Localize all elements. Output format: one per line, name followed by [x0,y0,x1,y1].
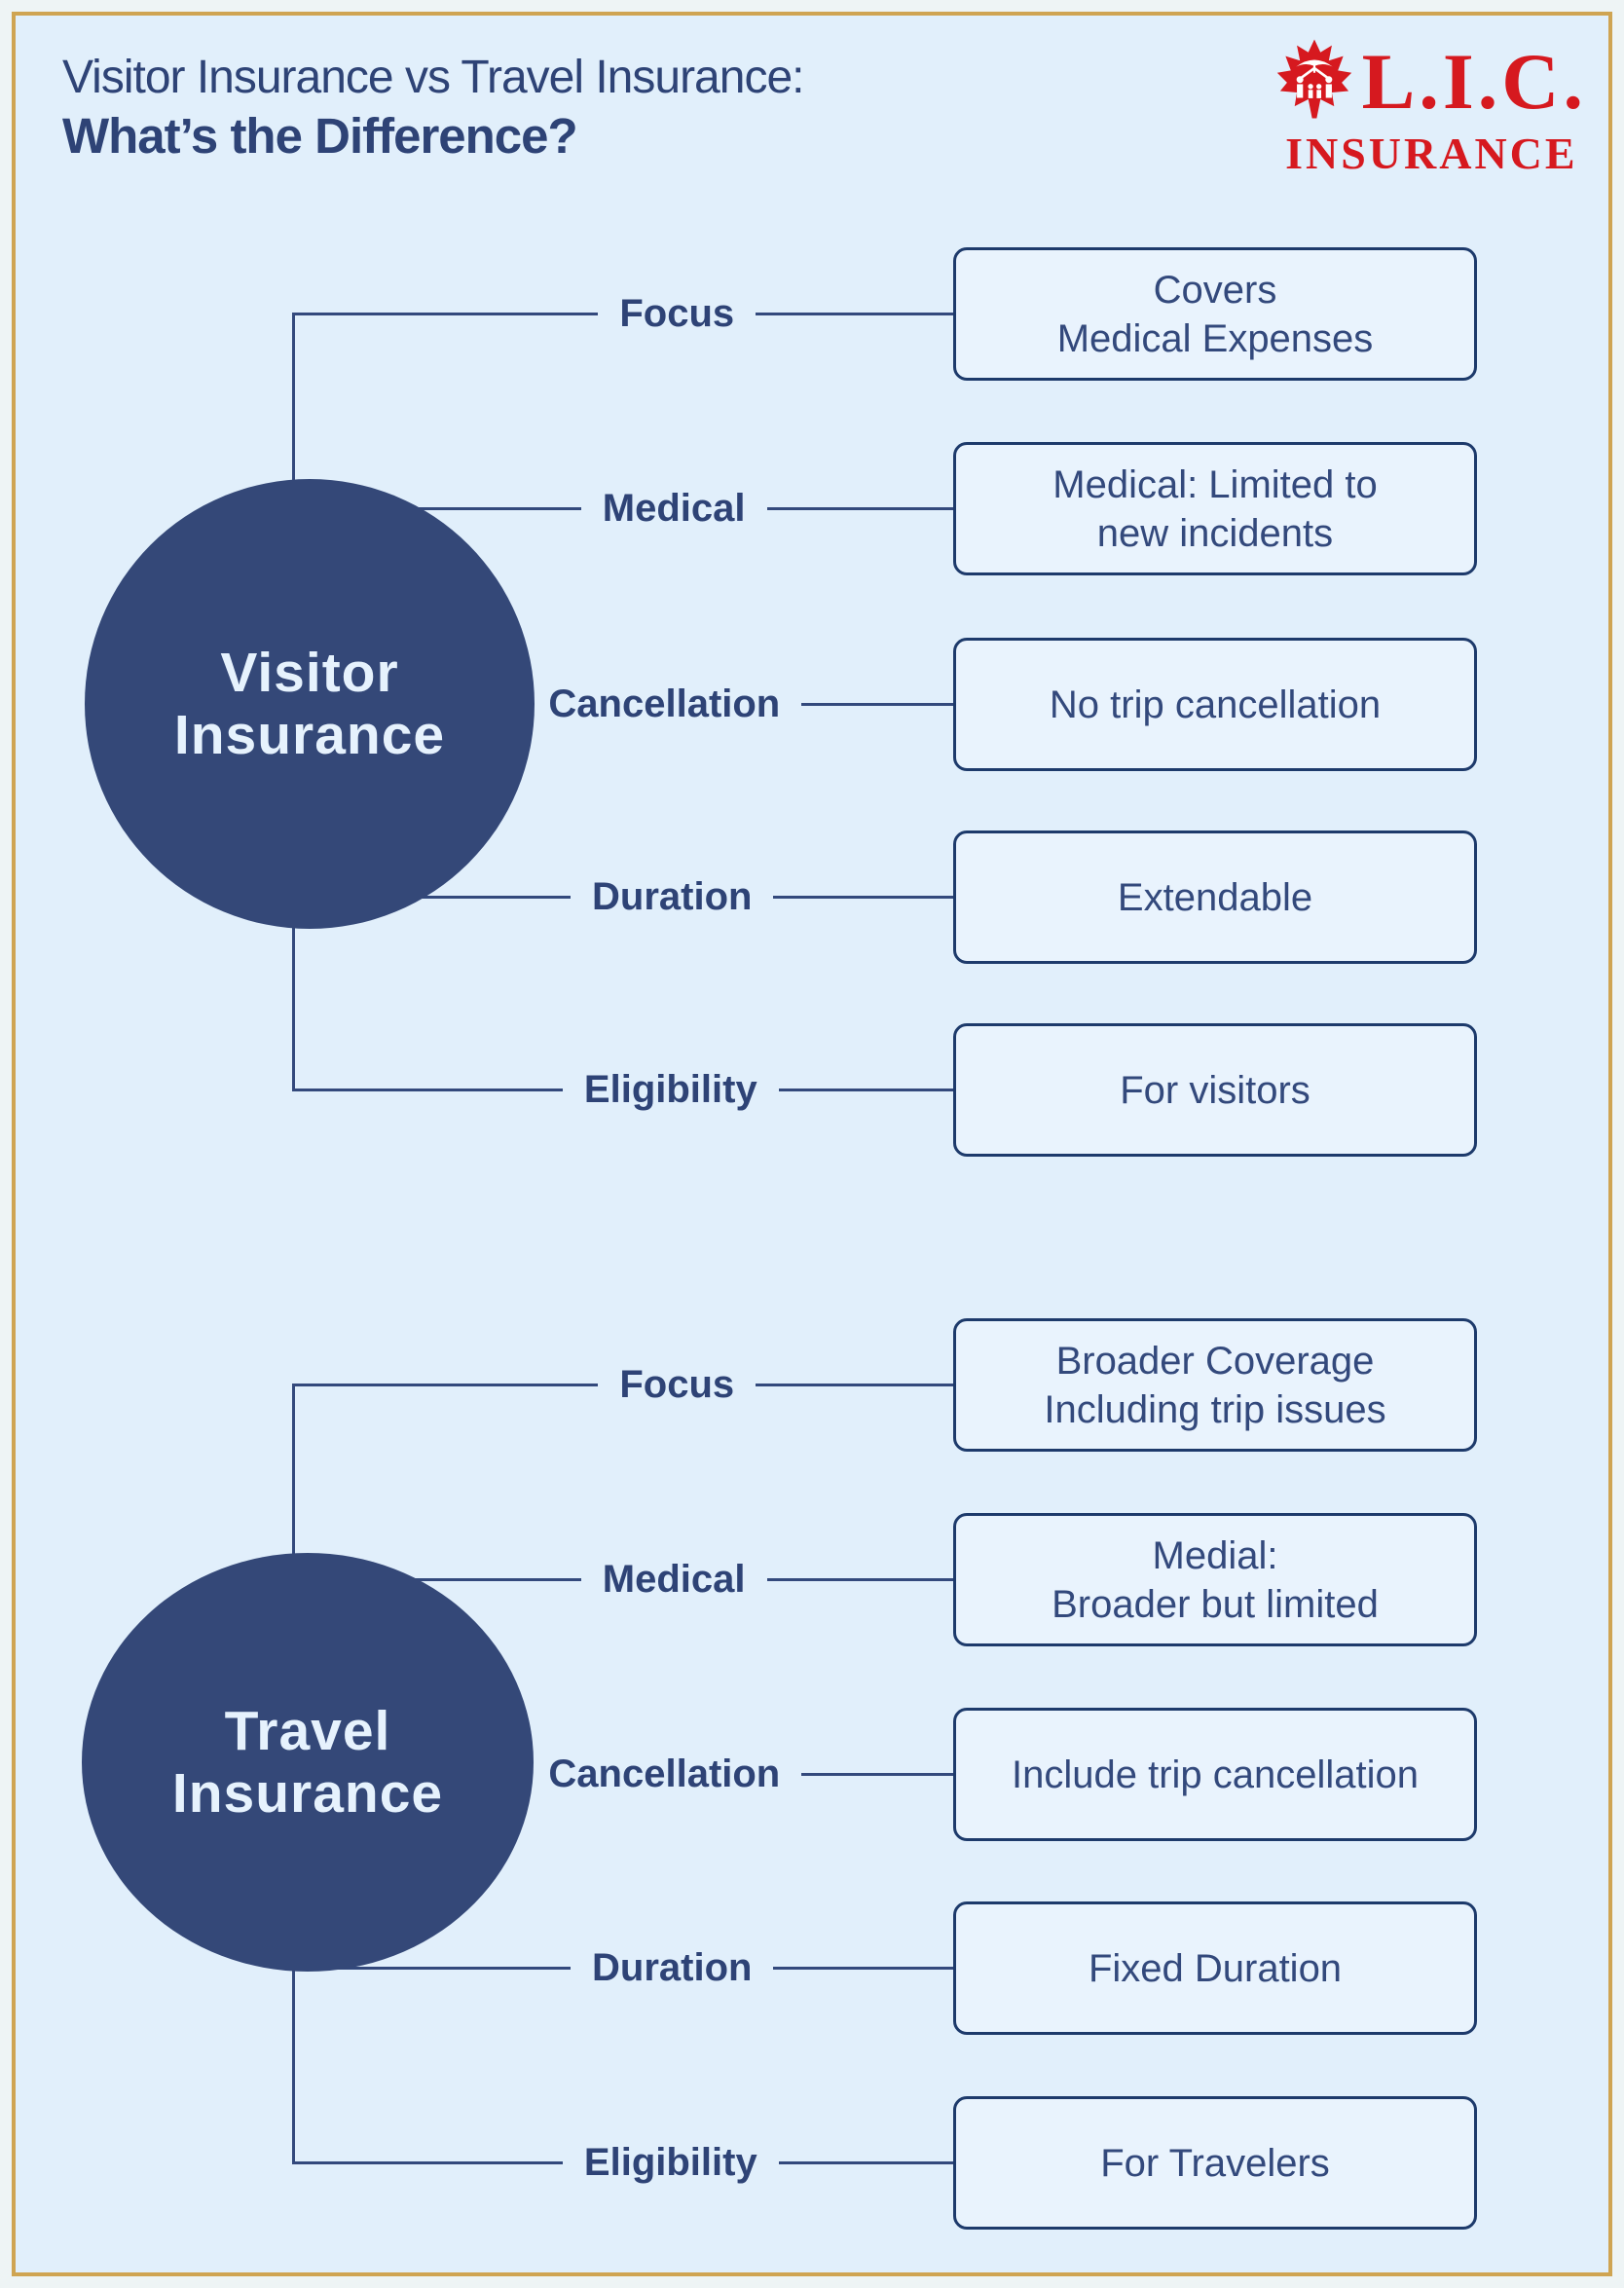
connector-line [292,506,581,510]
connector-line [766,1577,953,1581]
travel-insurance-node: Travel Insurance [82,1553,534,1972]
connector-line [756,1383,953,1386]
visitor-row-focus: Focus [292,292,953,335]
visitor-duration-box: Extendable [953,830,1477,964]
logo-top-row: L.I.C. [1276,39,1587,124]
branch-label-eligibility: Eligibility [583,1067,757,1111]
branch-label-focus: Focus [619,1362,735,1406]
branch-label-duration: Duration [592,874,753,918]
travel-row-duration: Duration [292,1946,953,1989]
connector-line [292,1088,563,1091]
branch-label-eligibility: Eligibility [583,2140,757,2184]
connector-line [778,1088,953,1091]
connector-line [292,895,572,899]
connector-line [766,506,953,510]
branch-label-focus: Focus [619,291,735,335]
visitor-focus-box: Covers Medical Expenses [953,247,1477,381]
travel-eligibility-box: For Travelers [953,2096,1477,2230]
connector-line [756,312,953,315]
travel-cancellation-box: Include trip cancellation [953,1708,1477,1841]
branch-label-medical: Medical [602,486,746,530]
visitor-medical-box: Medical: Limited to new incidents [953,442,1477,575]
travel-row-medical: Medical [292,1558,953,1601]
visitor-row-duration: Duration [292,875,953,918]
travel-focus-box: Broader Coverage Including trip issues [953,1318,1477,1452]
travel-duration-box: Fixed Duration [953,1901,1477,2035]
connector-line [292,1966,572,1970]
travel-row-eligibility: Eligibility [292,2141,953,2184]
branch-label-cancellation: Cancellation [548,682,781,725]
page-title-line1: Visitor Insurance vs Travel Insurance: [62,52,804,103]
travel-medical-box: Medial: Broader but limited [953,1513,1477,1646]
visitor-insurance-node: Visitor Insurance [85,479,535,929]
connector-line [292,2160,563,2164]
travel-row-focus: Focus [292,1363,953,1406]
visitor-row-medical: Medical [292,487,953,530]
logo-name-text: L.I.C. [1361,36,1587,126]
branch-label-cancellation: Cancellation [548,1752,781,1795]
page-title-line2: What’s the Difference? [62,108,578,164]
lic-insurance-logo: L.I.C. INSURANCE [1276,39,1587,179]
connector-line [292,1577,581,1581]
connector-line [778,2160,953,2164]
branch-label-duration: Duration [592,1945,753,1989]
visitor-cancellation-box: No trip cancellation [953,638,1477,771]
visitor-row-eligibility: Eligibility [292,1068,953,1111]
connector-line [292,1383,599,1386]
branch-label-medical: Medical [602,1557,746,1601]
connector-line [773,1966,953,1970]
visitor-eligibility-box: For visitors [953,1023,1477,1157]
connector-line [801,1772,953,1776]
connector-line [292,312,599,315]
connector-line [801,702,953,706]
logo-word-text: INSURANCE [1285,129,1578,178]
maple-leaf-family-umbrella-icon [1276,39,1352,124]
connector-line [773,895,953,899]
